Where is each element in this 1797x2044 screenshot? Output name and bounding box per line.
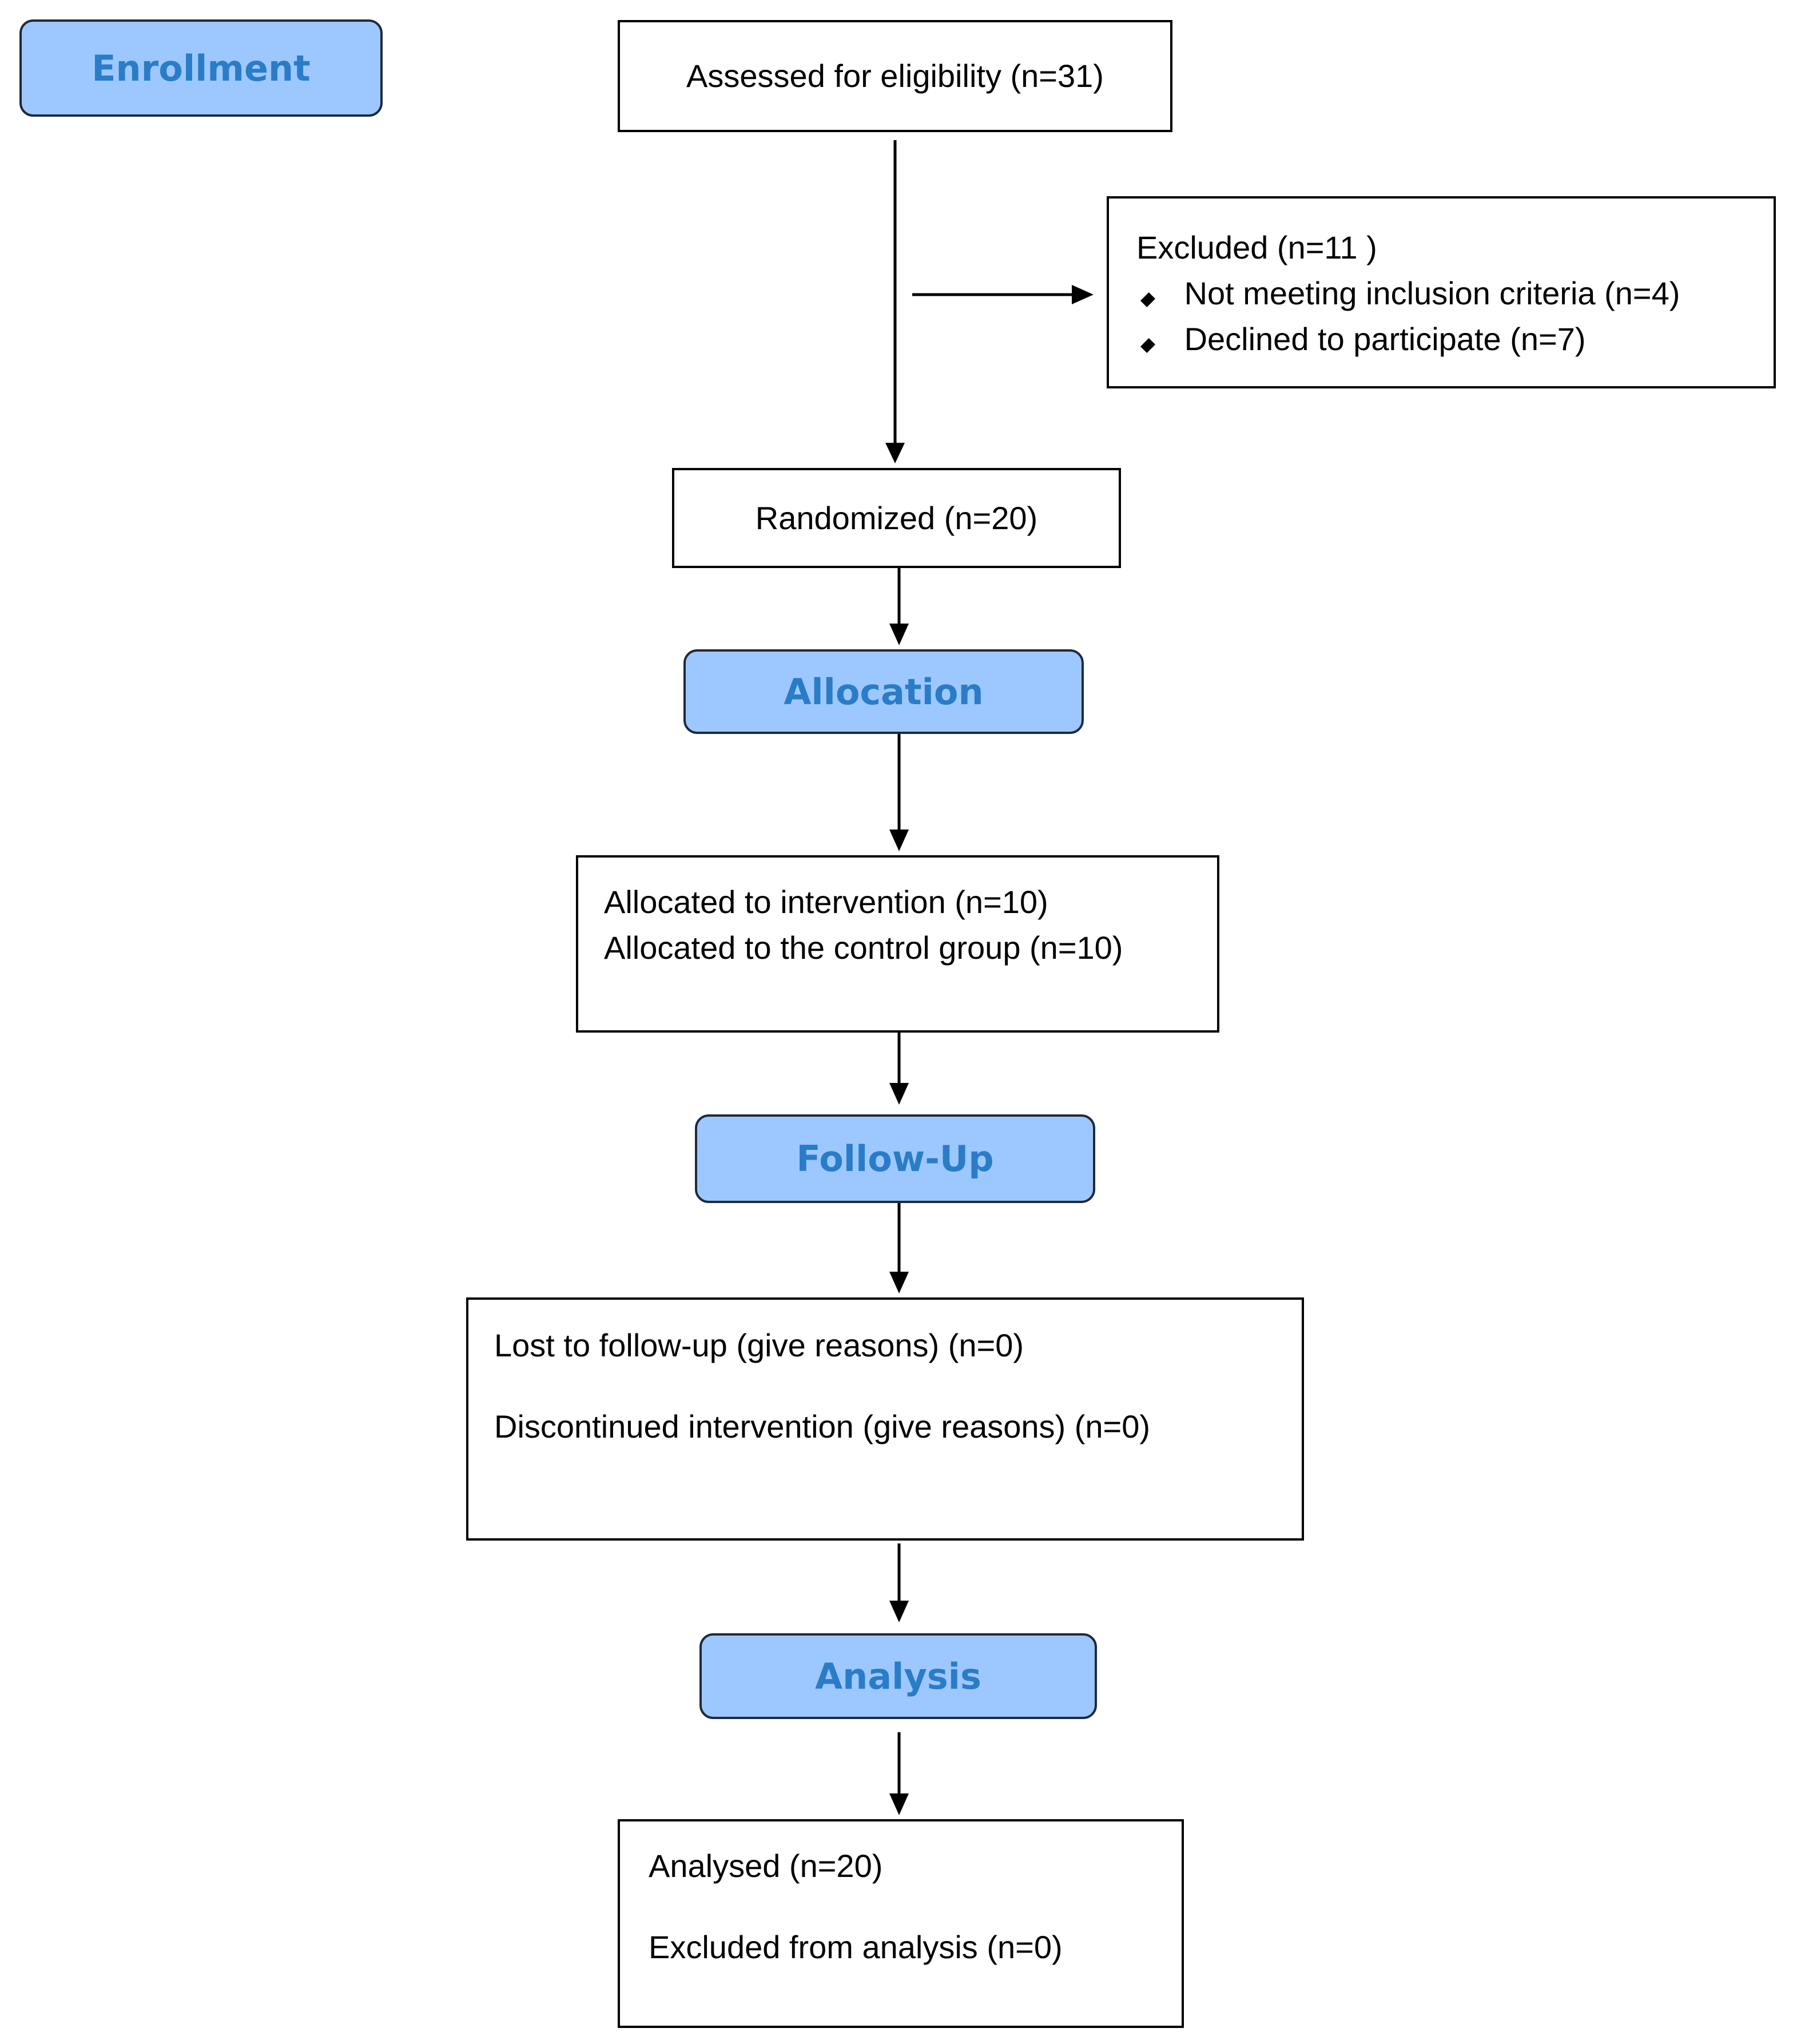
arrowhead-excluded	[1072, 285, 1094, 304]
arrowhead-allocated	[889, 829, 909, 851]
arrowhead-followup-box	[889, 1272, 909, 1293]
analysis-box: Analysed (n=20) Excluded from analysis (…	[618, 1819, 1184, 2028]
phase-analysis: Analysis	[699, 1633, 1097, 1719]
arrowhead-analysis-box	[889, 1793, 909, 1815]
analysed-count: Analysed (n=20)	[649, 1848, 883, 1884]
assessed-box: Assessed for eligibility (n=31)	[618, 20, 1172, 132]
excluded-item-label: Not meeting inclusion criteria (n=4)	[1184, 275, 1680, 311]
excluded-item-label: Declined to participate (n=7)	[1184, 321, 1586, 357]
arrowhead-analysis-phase	[889, 1601, 909, 1622]
phase-allocation: Allocation	[683, 649, 1084, 734]
randomized-label: Randomized (n=20)	[755, 499, 1038, 536]
follow-up-box: Lost to follow-up (give reasons) (n=0) D…	[466, 1297, 1304, 1541]
randomized-box: Randomized (n=20)	[672, 468, 1121, 568]
excluded-item: Declined to participate (n=7)	[1136, 316, 1774, 362]
phase-enrollment-label: Enrollment	[92, 47, 311, 89]
excluded-box: Excluded (n=11 ) Not meeting inclusion c…	[1107, 196, 1776, 388]
discontinued-intervention: Discontinued intervention (give reasons)…	[494, 1408, 1151, 1444]
allocated-intervention: Allocated to intervention (n=10)	[604, 884, 1048, 920]
arrowhead-followup-phase	[889, 1083, 909, 1105]
assessed-label: Assessed for eligibility (n=31)	[686, 58, 1104, 94]
phase-analysis-label: Analysis	[815, 1655, 981, 1697]
arrowhead-allocation	[889, 624, 909, 645]
arrowhead-randomized	[885, 443, 905, 463]
allocated-box: Allocated to intervention (n=10) Allocat…	[576, 855, 1219, 1033]
allocated-control: Allocated to the control group (n=10)	[604, 930, 1123, 966]
phase-enrollment: Enrollment	[19, 19, 383, 117]
excluded-from-analysis: Excluded from analysis (n=0)	[649, 1929, 1063, 1965]
diamond-bullet-icon	[1140, 338, 1156, 354]
diamond-bullet-icon	[1140, 292, 1156, 308]
excluded-item: Not meeting inclusion criteria (n=4)	[1136, 271, 1774, 316]
phase-follow-up: Follow-Up	[695, 1114, 1095, 1203]
excluded-title: Excluded (n=11 )	[1136, 229, 1377, 265]
phase-allocation-label: Allocation	[784, 670, 984, 713]
lost-to-follow-up: Lost to follow-up (give reasons) (n=0)	[494, 1327, 1024, 1363]
phase-follow-up-label: Follow-Up	[796, 1138, 994, 1180]
